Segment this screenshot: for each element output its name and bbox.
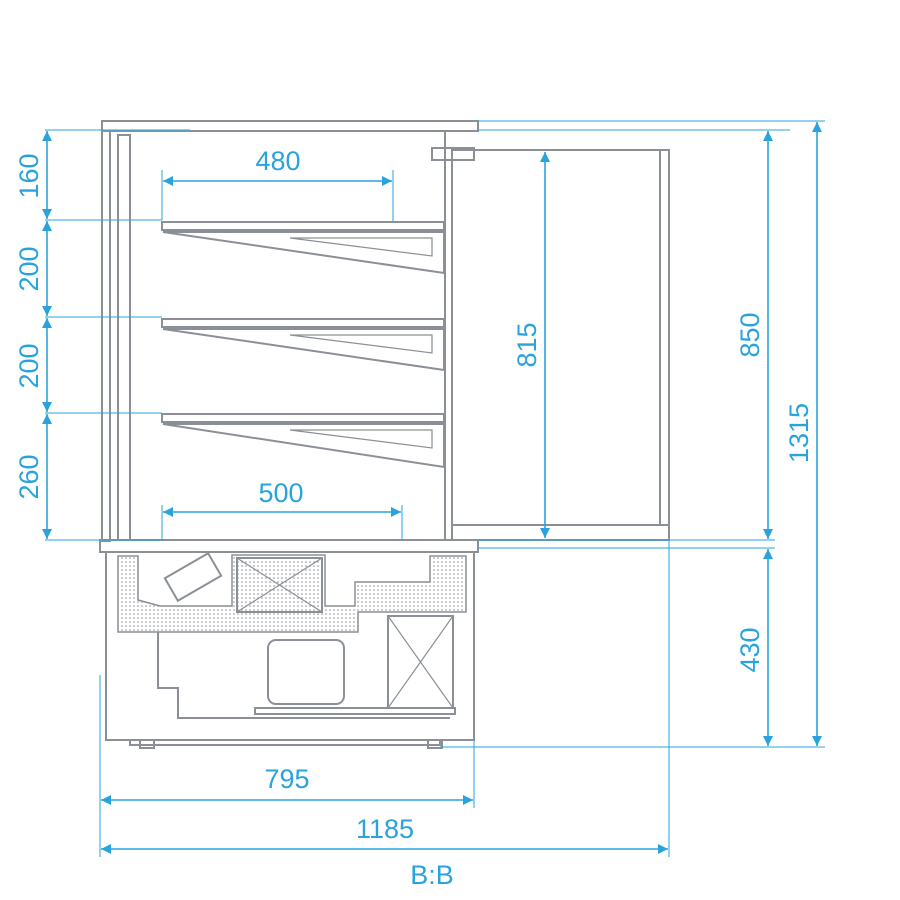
dim-label-795: 795: [264, 764, 309, 794]
dimension-labels: 160 200 200 260 480 500 815 850 1315 430…: [14, 146, 814, 890]
base-deck: [99, 539, 479, 553]
dim-label-1185: 1185: [356, 814, 414, 844]
dim-label-160: 160: [14, 153, 44, 198]
shelf-2: [161, 318, 445, 372]
dim-label-200a: 200: [14, 246, 44, 291]
foot: [427, 739, 443, 749]
display-cabinet: [99, 120, 670, 749]
dim-label-200b: 200: [14, 343, 44, 388]
fan: [163, 551, 223, 603]
evaporator: [236, 557, 323, 613]
dim-label-850: 850: [735, 312, 765, 357]
dim-label-1315: 1315: [784, 403, 814, 463]
compressor: [267, 639, 345, 705]
lower-cabinet: [105, 551, 475, 741]
shelf-1: [161, 221, 445, 275]
dim-label-500: 500: [258, 478, 303, 508]
dim-label-260: 260: [14, 454, 44, 499]
foot: [139, 739, 155, 749]
section-label: B:B: [410, 860, 454, 890]
top-canopy: [101, 120, 479, 132]
shelf-3: [161, 413, 445, 469]
front-glass-frame: [101, 130, 111, 542]
dim-label-430: 430: [735, 627, 765, 672]
dim-label-815: 815: [512, 322, 542, 367]
dimension-lines: [42, 122, 822, 854]
extension-lines: [45, 120, 825, 857]
side-unit: [451, 149, 670, 541]
front-glass: [117, 134, 131, 541]
dim-label-480: 480: [255, 146, 300, 176]
